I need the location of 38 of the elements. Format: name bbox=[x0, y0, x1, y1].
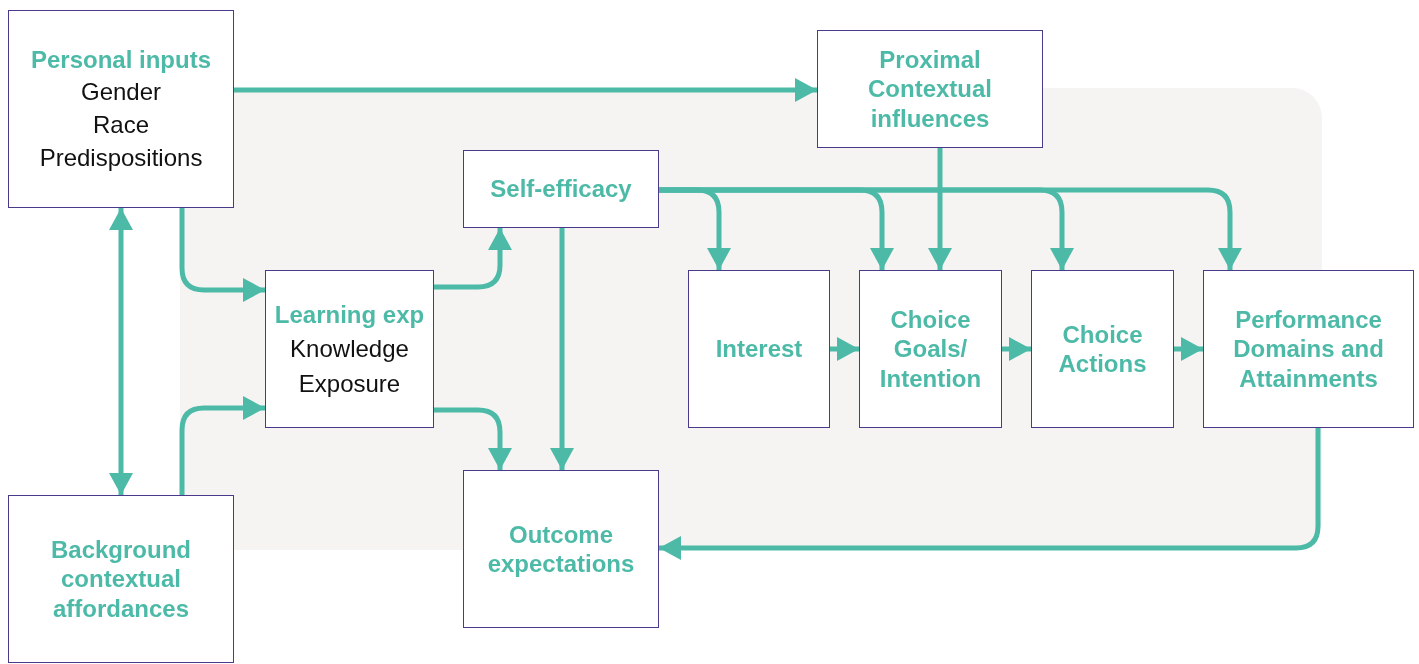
box-heading: Background contextual affordances bbox=[50, 535, 192, 623]
process-box bbox=[1203, 270, 1414, 428]
arrow bbox=[928, 148, 952, 270]
box-heading: Personal inputs bbox=[30, 45, 211, 75]
box-heading: Learning exp bbox=[274, 299, 425, 329]
process-box bbox=[463, 150, 659, 228]
arrow bbox=[1002, 337, 1031, 361]
arrow bbox=[1174, 337, 1203, 361]
box-text: Knowledge bbox=[290, 334, 409, 364]
process-box bbox=[688, 270, 830, 428]
process-box bbox=[463, 470, 659, 628]
box-heading: Self-efficacy bbox=[490, 174, 632, 204]
box-text: Gender bbox=[80, 78, 162, 108]
arrow bbox=[109, 208, 133, 495]
arrow bbox=[179, 208, 265, 302]
box-text: Predispositions bbox=[39, 144, 203, 173]
arrow bbox=[179, 396, 265, 495]
box-heading: Outcome expectations bbox=[486, 519, 636, 579]
arrow bbox=[434, 228, 512, 290]
process-box bbox=[1031, 270, 1174, 428]
process-box bbox=[817, 30, 1043, 148]
box-heading: Interest bbox=[715, 334, 803, 364]
arrow bbox=[659, 187, 1242, 270]
box-heading: Choice Actions bbox=[1057, 319, 1148, 379]
arrow bbox=[830, 337, 859, 361]
process-box bbox=[859, 270, 1002, 428]
box-text: Race bbox=[93, 111, 149, 141]
process-box bbox=[8, 10, 234, 208]
arrow bbox=[550, 228, 574, 470]
arrow bbox=[234, 78, 817, 102]
box-heading: Proximal Contextual influences bbox=[867, 45, 993, 133]
box-text: Exposure bbox=[298, 369, 401, 399]
arrow bbox=[434, 407, 512, 470]
process-box bbox=[265, 270, 434, 428]
arrow bbox=[659, 428, 1321, 560]
box-heading: Choice Goals/ Intention bbox=[878, 305, 983, 393]
process-box bbox=[8, 495, 234, 663]
box-heading: Performance Domains and Attainments bbox=[1232, 305, 1385, 393]
